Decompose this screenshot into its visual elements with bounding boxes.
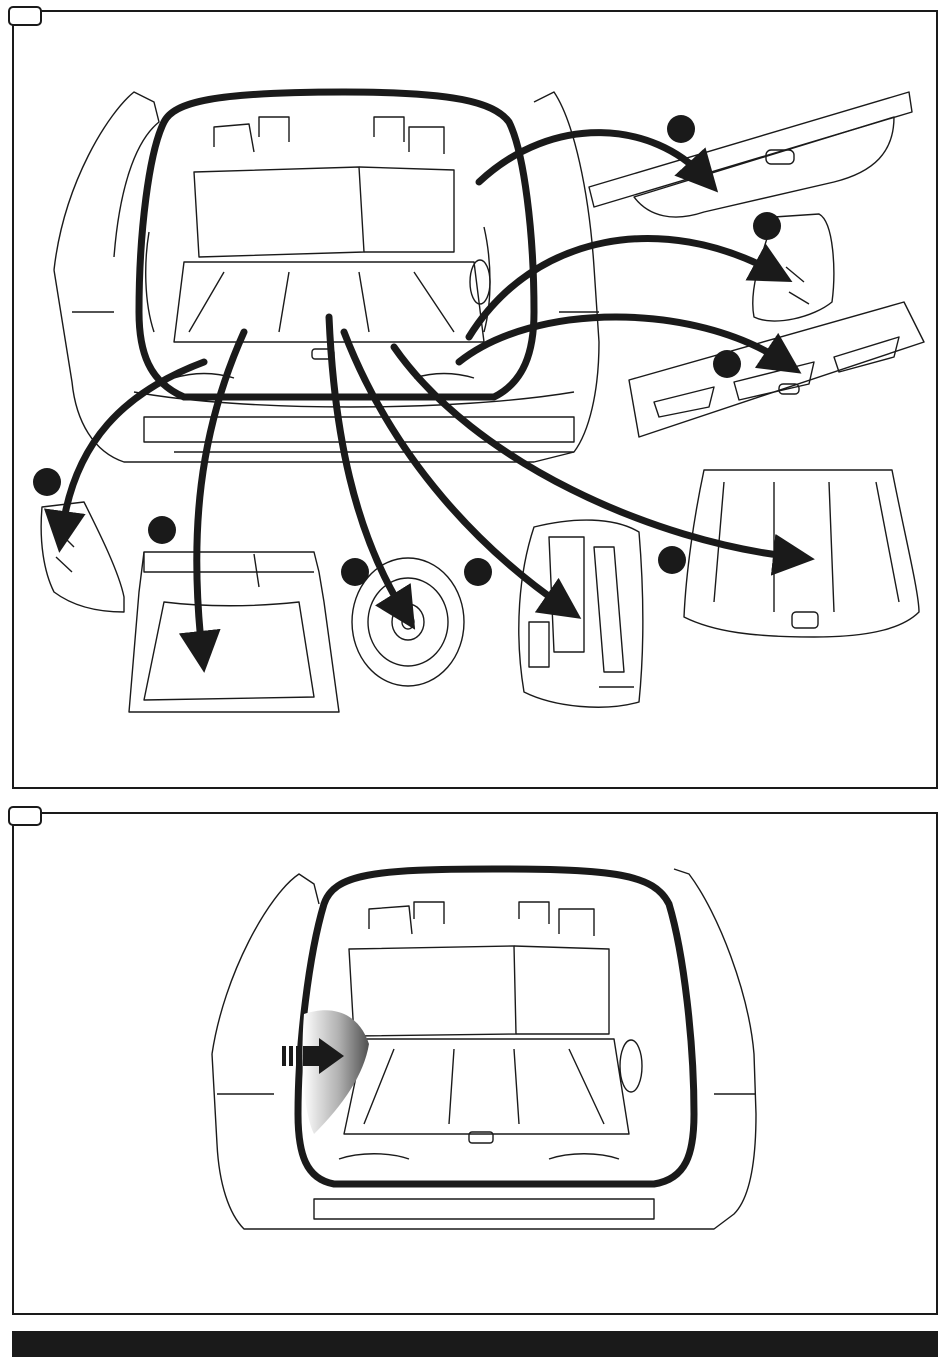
step-marker-7 bbox=[464, 558, 492, 586]
vehicle-rear-outline bbox=[54, 92, 599, 462]
step-marker-8 bbox=[658, 546, 686, 574]
storage-tray-part bbox=[129, 552, 339, 712]
panel-1-tab bbox=[8, 6, 42, 26]
trunk-installation-diagram bbox=[14, 814, 936, 1313]
step-marker-3 bbox=[713, 350, 741, 378]
panel-2 bbox=[12, 812, 938, 1315]
step-marker-1 bbox=[667, 115, 695, 143]
trunk-disassembly-diagram bbox=[14, 12, 936, 787]
spare-wheel-part bbox=[352, 558, 464, 686]
step-marker-5 bbox=[148, 516, 176, 544]
footer-bar bbox=[12, 1331, 938, 1357]
step-marker-4 bbox=[33, 468, 61, 496]
highlighted-trim-area bbox=[302, 1010, 369, 1134]
jack-tool-kit-part bbox=[519, 520, 643, 707]
luggage-cover-part bbox=[589, 92, 912, 217]
step-marker-6 bbox=[341, 558, 369, 586]
step-marker-2 bbox=[753, 212, 781, 240]
left-trim-part bbox=[41, 502, 124, 612]
panel-1 bbox=[12, 10, 938, 789]
load-floor-part bbox=[684, 470, 919, 637]
panel-2-tab bbox=[8, 806, 42, 826]
vehicle-rear-outline-2 bbox=[212, 869, 756, 1229]
